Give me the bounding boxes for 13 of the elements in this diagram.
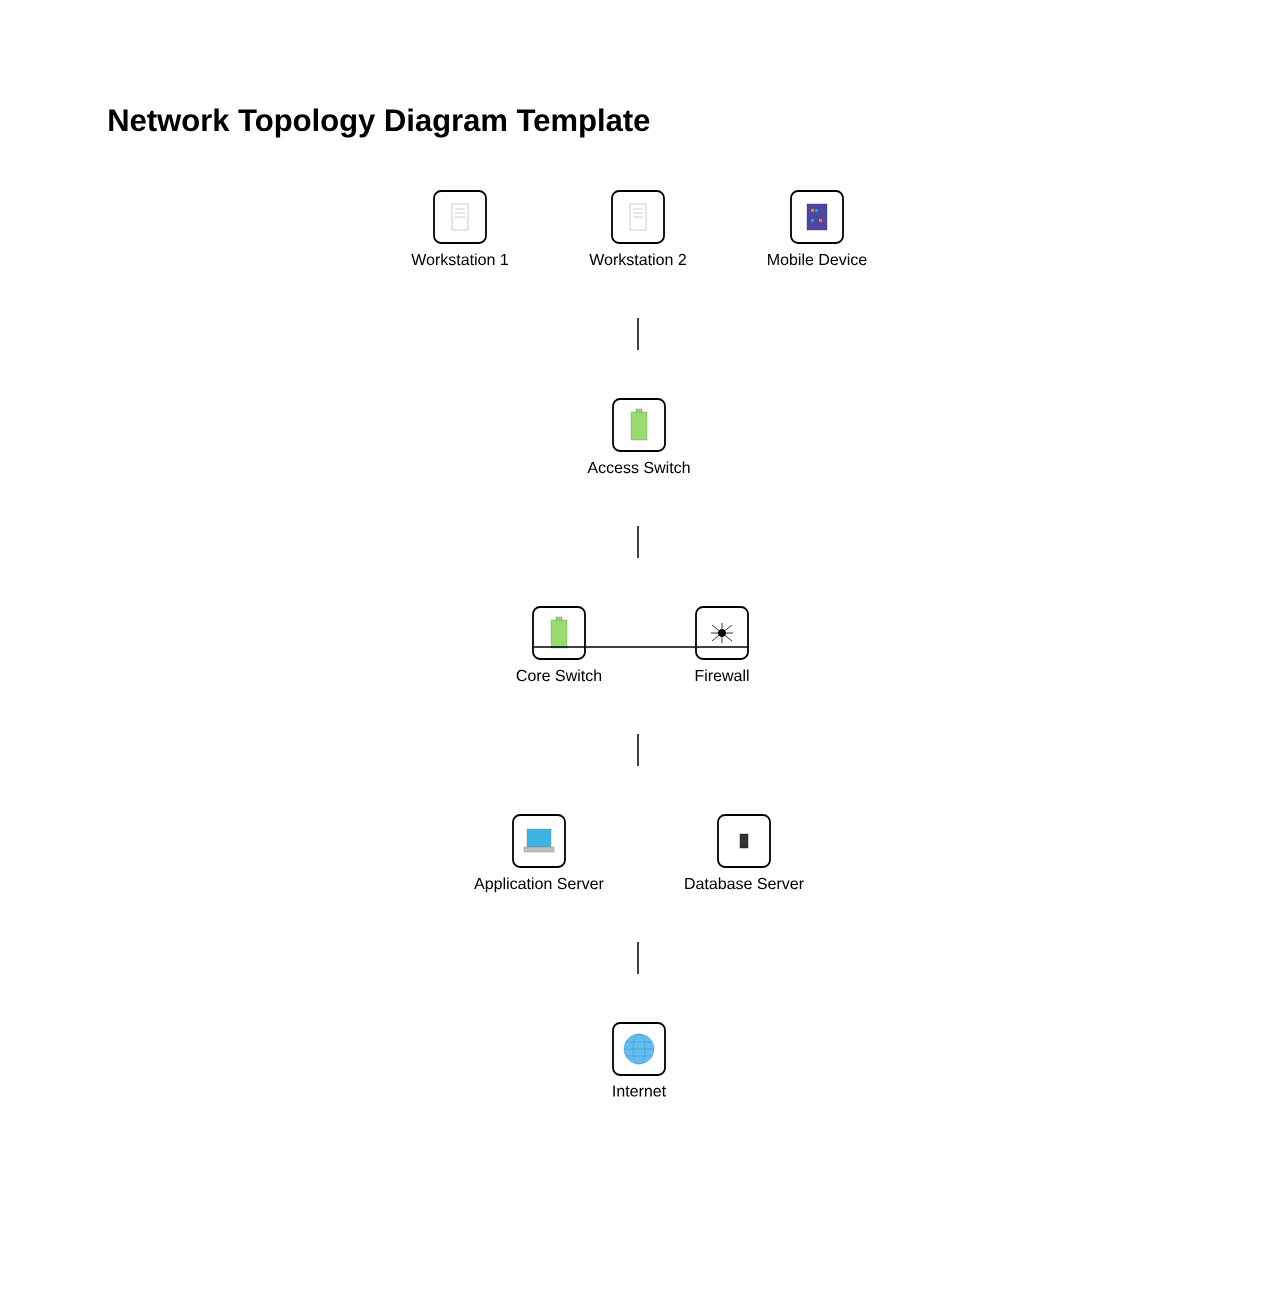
node-label: Mobile Device bbox=[768, 253, 867, 266]
node-label: Application Server bbox=[474, 877, 604, 893]
node-label: Internet bbox=[613, 1085, 667, 1097]
node-label: Workstation 1 bbox=[411, 253, 508, 266]
title: Network Topology Diagram Template bbox=[109, 108, 650, 138]
device-box: Database Server bbox=[685, 814, 804, 890]
node-label: Database Server bbox=[685, 877, 804, 890]
node-label: Core Switch bbox=[516, 669, 602, 682]
connector-line bbox=[531, 646, 750, 648]
node-label: Firewall bbox=[695, 669, 749, 682]
node-label: Workstation 2 bbox=[589, 253, 686, 266]
device-box: Firewall bbox=[695, 606, 749, 682]
node-label: Access Switch bbox=[587, 461, 690, 474]
